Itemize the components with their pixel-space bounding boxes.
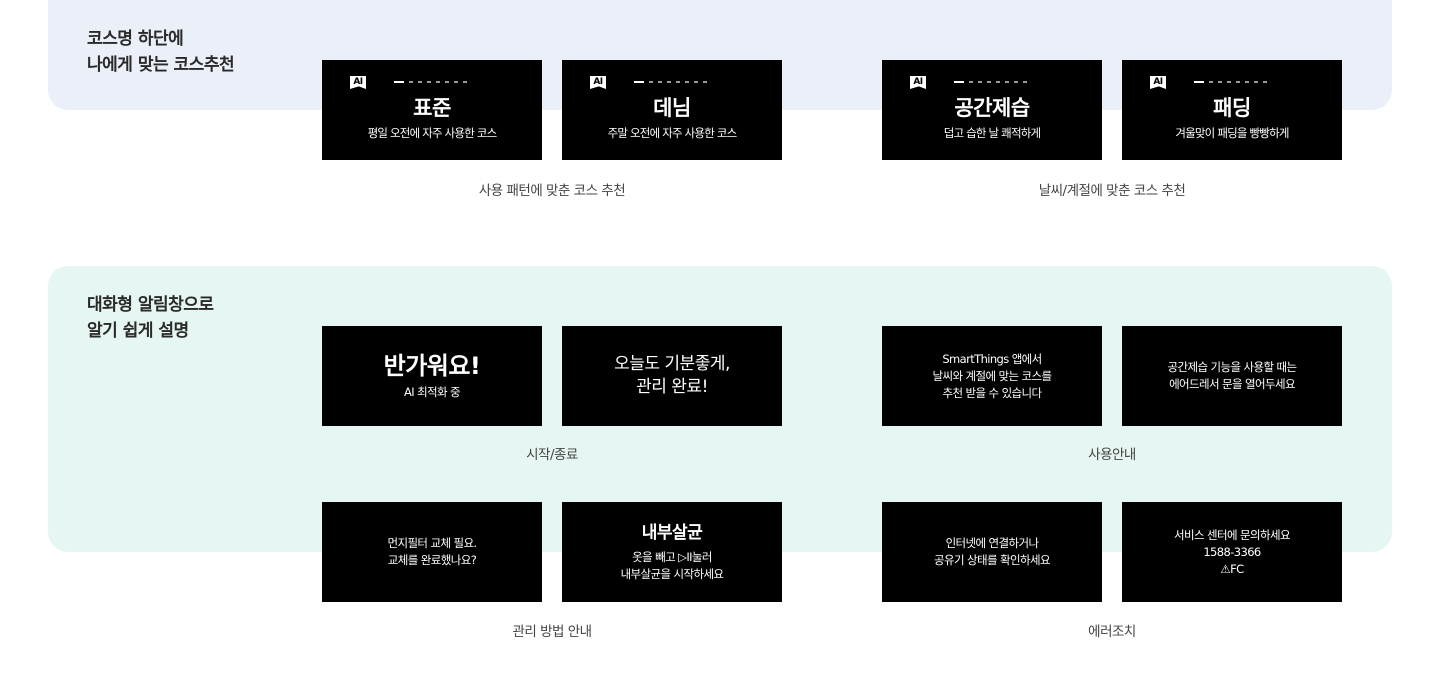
ai-badge-icon: AI — [350, 76, 366, 89]
ai-badge-icon: AI — [910, 76, 926, 89]
page-indicator — [634, 81, 707, 83]
alert-line: 에어드레서 문을 열어두세요 — [1169, 377, 1295, 391]
course-desc: 평일 오전에 자주 사용한 코스 — [367, 126, 498, 140]
alert-line: 먼지필터 교체 필요. — [387, 536, 477, 550]
course-name: 공간제습 — [954, 96, 1030, 120]
course-desc: 겨울맞이 패딩을 빵빵하게 — [1175, 126, 1289, 140]
alert-card-service: 서비스 센터에 문의하세요 1588-3366 ⚠FC — [1122, 502, 1342, 602]
alert-title: 내부살균 — [641, 523, 703, 543]
course-name: 표준 — [413, 96, 451, 120]
alert-line: 내부살균을 시작하세요 — [620, 567, 724, 581]
alert-line: 1588-3366 — [1203, 544, 1261, 559]
course-desc: 덥고 습한 날 쾌적하게 — [943, 126, 1041, 140]
alert-line: 인터넷에 연결하거나 — [945, 536, 1039, 550]
caption-usage-guide: 사용안내 — [1088, 447, 1136, 463]
course-recommend-title: 코스명 하단에 나에게 맞는 코스추천 — [87, 26, 235, 78]
caption-care-guide: 관리 방법 안내 — [512, 624, 592, 640]
alert-line: 추천 받을 수 있습니다 — [942, 385, 1043, 400]
alert-card-complete: 오늘도 기분좋게, 관리 완료! — [562, 326, 782, 426]
alert-line: 공간제습 기능을 사용할 때는 — [1167, 360, 1298, 374]
title-line: 알기 쉽게 설명 — [87, 321, 189, 341]
ai-badge-icon: AI — [590, 76, 606, 89]
alert-title: 반가워요! — [383, 352, 481, 380]
alert-line: 옷을 빼고 ▷II눌러 — [632, 550, 712, 564]
course-card-denim: AI 데님 주말 오전에 자주 사용한 코스 — [562, 60, 782, 160]
title-line: 대화형 알림창으로 — [87, 295, 214, 315]
course-card-dehumidify: AI 공간제습 덥고 습한 날 쾌적하게 — [882, 60, 1102, 160]
course-card-padding: AI 패딩 겨울맞이 패딩을 빵빵하게 — [1122, 60, 1342, 160]
warning-code: ⚠FC — [1220, 561, 1244, 576]
caption-error-action: 에러조치 — [1088, 624, 1136, 640]
alert-line: 오늘도 기분좋게, — [614, 354, 730, 374]
dialog-alerts-title: 대화형 알림창으로 알기 쉽게 설명 — [87, 292, 214, 344]
alert-card-sterilize: 내부살균 옷을 빼고 ▷II눌러 내부살균을 시작하세요 — [562, 502, 782, 602]
course-name: 패딩 — [1213, 96, 1251, 120]
alert-card-dehumidify-tip: 공간제습 기능을 사용할 때는 에어드레서 문을 열어두세요 — [1122, 326, 1342, 426]
caption-start-end: 시작/종료 — [526, 447, 578, 463]
alert-card-network: 인터넷에 연결하거나 공유기 상태를 확인하세요 — [882, 502, 1102, 602]
alert-line: 교체를 완료했나요? — [387, 553, 477, 567]
page-indicator — [954, 81, 1027, 83]
page-indicator — [394, 81, 467, 83]
course-desc: 주말 오전에 자주 사용한 코스 — [607, 126, 738, 140]
course-name: 데님 — [653, 96, 691, 120]
title-line: 나에게 맞는 코스추천 — [87, 55, 235, 75]
alert-card-filter: 먼지필터 교체 필요. 교체를 완료했나요? — [322, 502, 542, 602]
caption-usage-pattern: 사용 패턴에 맞춘 코스 추천 — [478, 183, 626, 199]
alert-line: 관리 완료! — [636, 377, 708, 397]
ai-badge-icon: AI — [1150, 76, 1166, 89]
alert-line: 공유기 상태를 확인하세요 — [934, 553, 1050, 567]
alert-line: 날씨와 계절에 맞는 코스를 — [932, 368, 1053, 383]
page-indicator — [1194, 81, 1267, 83]
alert-line: 서비스 센터에 문의하세요 — [1174, 527, 1290, 542]
title-line: 코스명 하단에 — [87, 29, 184, 49]
alert-card-welcome: 반가워요! AI 최적화 중 — [322, 326, 542, 426]
alert-card-smartthings: SmartThings 앱에서 날씨와 계절에 맞는 코스를 추천 받을 수 있… — [882, 326, 1102, 426]
caption-weather-season: 날씨/계절에 맞춘 코스 추천 — [1038, 183, 1186, 199]
course-card-standard: AI 표준 평일 오전에 자주 사용한 코스 — [322, 60, 542, 160]
alert-line: SmartThings 앱에서 — [942, 351, 1042, 366]
alert-line: AI 최적화 중 — [403, 385, 461, 399]
